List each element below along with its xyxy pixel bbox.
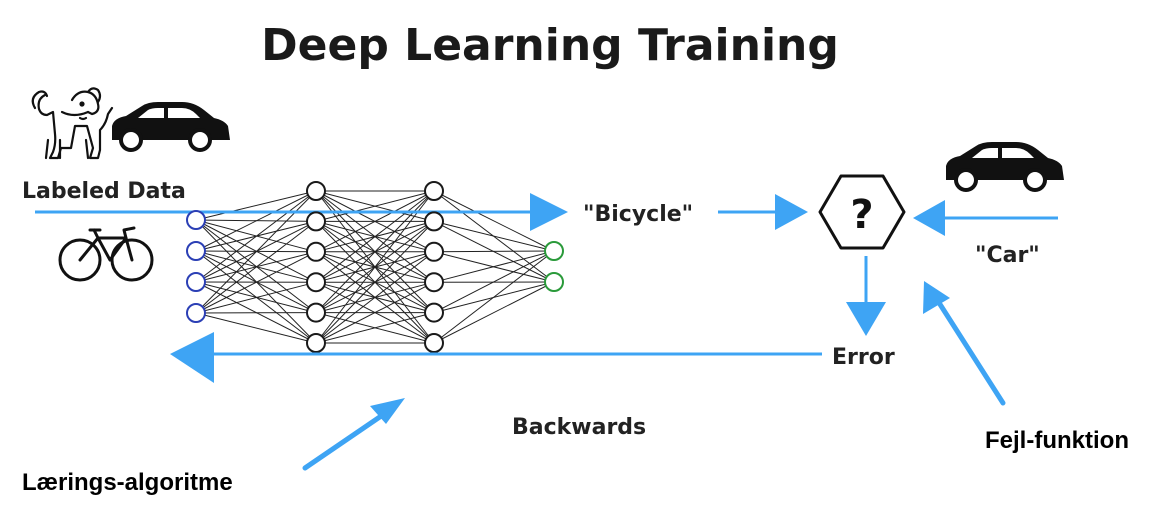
error-function-annotation: Fejl-funktion [985,427,1129,454]
network-edge [195,190,317,283]
hidden-node-l1 [306,241,326,262]
network-edge [433,190,555,252]
prediction-to-loss-arrow [718,194,808,230]
hidden-node-l2 [424,211,444,232]
hidden-node-l1 [306,181,326,201]
output-node [544,241,564,261]
network-edge [315,190,435,222]
dog-icon [31,87,114,160]
hidden-node-l2 [424,302,444,323]
hidden-node-l2 [424,181,444,201]
bicycle-icon [58,226,154,282]
hidden-node-l1 [306,302,326,323]
network-edge [315,281,435,344]
network-edge [315,221,435,344]
network-edge [195,190,317,221]
backwards-label: Backwards [512,415,646,440]
network-edge [433,250,555,283]
input-node [186,272,206,292]
network-edge [315,251,435,344]
network-connections [195,190,555,344]
network-edge [315,190,435,283]
network-edge [315,190,435,253]
network-edge [433,281,555,344]
diagram-title: Deep Learning Training [261,20,839,71]
hidden-node-l2 [424,272,444,293]
hidden-node-l1 [306,211,326,232]
learning-algorithm-annotation: Lærings-algoritme [22,469,233,496]
target-label: "Car" [975,243,1040,268]
network-edge [433,250,555,253]
hidden-node-l2 [424,241,444,262]
hidden-node-l1 [306,333,326,353]
question-mark: ? [850,192,873,238]
network-edge [315,190,435,344]
hidden-node-l1 [306,272,326,293]
error-label: Error [832,345,895,370]
input-node [186,210,206,230]
forward-arrow [35,193,568,231]
error-function-pointer [923,281,1006,406]
network-edge [195,281,317,314]
network-edge [433,250,555,314]
learning-algorithm-pointer [302,398,405,471]
network-edge [195,251,317,314]
labeled-data-label: Labeled Data [22,179,186,204]
hidden-node-l2 [424,333,444,353]
network-edge [195,190,317,252]
network-edge [195,312,317,344]
network-edge [195,221,317,314]
backward-arrow [170,332,822,383]
car-target-icon [946,142,1064,192]
input-node [186,241,206,261]
loss-to-error-arrow [846,256,886,336]
car-icon [112,102,230,152]
network-edge [433,250,555,344]
network-edge [433,220,555,252]
network-edge [315,312,435,344]
prediction-label: "Bicycle" [583,202,693,227]
loss-hexagon: ? [818,174,906,250]
output-node [544,272,564,292]
neural-network [186,181,564,353]
input-node [186,303,206,323]
target-to-loss-arrow [913,200,1058,236]
